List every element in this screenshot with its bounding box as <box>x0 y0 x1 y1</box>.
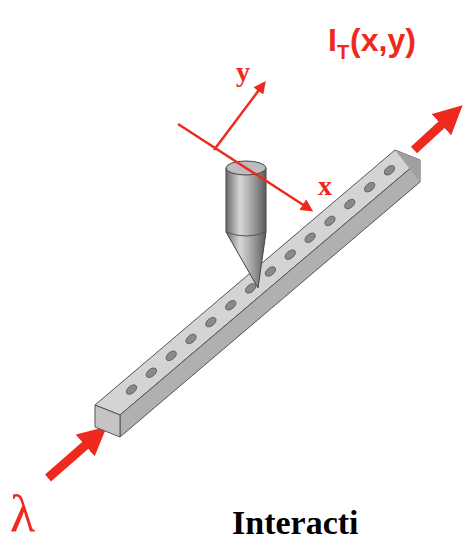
hole <box>264 265 278 278</box>
waveguide-bar <box>95 150 420 437</box>
y-axis <box>214 86 262 150</box>
x-axis-label: x <box>318 172 332 200</box>
caption-fragment: Interacti <box>232 506 359 540</box>
hole <box>343 197 357 210</box>
hole <box>144 366 158 379</box>
hole <box>125 383 139 396</box>
hole-row <box>125 164 397 397</box>
hole <box>303 231 317 244</box>
hole <box>204 316 218 329</box>
hole <box>363 181 377 194</box>
intensity-arguments: (x,y) <box>350 24 416 56</box>
hole <box>323 214 337 227</box>
hole <box>383 164 397 177</box>
hole <box>224 299 238 312</box>
hole <box>283 248 297 261</box>
output-arrow <box>414 115 452 150</box>
intensity-symbol: I <box>328 24 337 56</box>
hole <box>184 332 198 345</box>
intensity-subscript: T <box>337 42 349 62</box>
wavelength-symbol: λ <box>10 488 35 540</box>
hole <box>164 349 178 362</box>
probe-tip <box>226 161 266 288</box>
input-arrow <box>48 436 96 478</box>
x-axis <box>178 124 308 208</box>
y-axis-label: y <box>236 58 250 86</box>
